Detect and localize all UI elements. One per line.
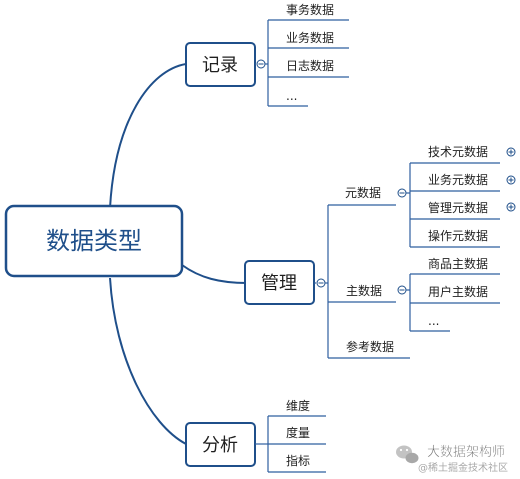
subtopic-masterdata[interactable]: 主数据: [346, 283, 382, 298]
topic-analysis-label: 分析: [202, 435, 238, 456]
connector-root-analysis: [109, 277, 187, 445]
leaf-masterdata-2[interactable]: ...: [428, 314, 439, 328]
leaf-metadata-3[interactable]: 操作元数据: [428, 228, 488, 243]
connector-root-record: [109, 63, 187, 209]
topic-manage-label: 管理: [261, 273, 297, 294]
watermark-title: 大数据架构师: [427, 445, 505, 460]
leaf-metadata-0[interactable]: 技术元数据: [428, 144, 488, 159]
leaf-masterdata-1[interactable]: 用户主数据: [428, 284, 488, 299]
topic-record-label: 记录: [202, 55, 238, 76]
watermark: 大数据架构师 @稀土掘金技术社区: [396, 445, 508, 474]
subtopic-reference[interactable]: 参考数据: [346, 339, 394, 354]
root-label: 数据类型: [46, 227, 142, 255]
leaf-analysis-2[interactable]: 指标: [286, 453, 310, 468]
leaf-metadata-1[interactable]: 业务元数据: [428, 172, 488, 187]
leaf-record-1[interactable]: 业务数据: [286, 30, 334, 45]
leaf-record-2[interactable]: 日志数据: [286, 58, 334, 73]
leaf-metadata-2[interactable]: 管理元数据: [428, 200, 488, 215]
watermark-subtitle: @稀土掘金技术社区: [418, 461, 508, 474]
connector-root-manage: [181, 264, 248, 284]
leaf-analysis-0[interactable]: 维度: [286, 398, 310, 413]
leaf-masterdata-0[interactable]: 商品主数据: [428, 256, 488, 271]
leaf-analysis-1[interactable]: 度量: [286, 425, 310, 440]
root-node[interactable]: [4, 204, 184, 278]
subtopic-metadata[interactable]: 元数据: [345, 185, 381, 200]
leaf-record-3[interactable]: ...: [286, 89, 297, 103]
leaf-record-0[interactable]: 事务数据: [286, 2, 334, 17]
wechat-icon: [396, 445, 419, 464]
